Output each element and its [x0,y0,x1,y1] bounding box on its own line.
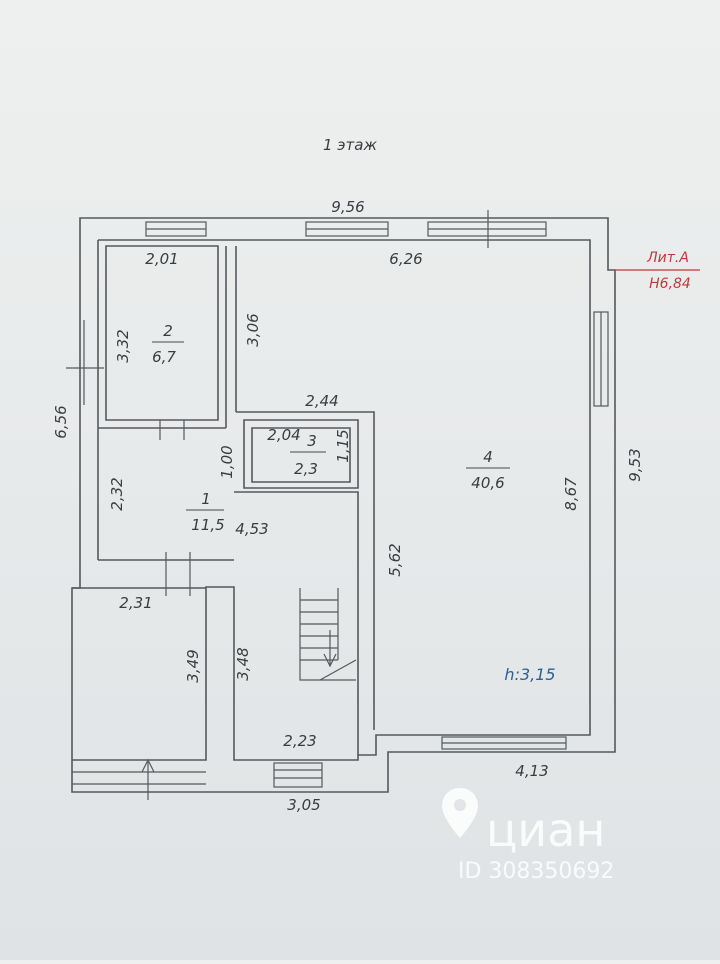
inner-wall-outline [72,239,591,761]
dim-244: 2,44 [305,392,338,410]
staircase [299,588,357,681]
window-top-right [427,210,547,248]
room-area: 2,3 [294,460,318,478]
porch-arrow-icon [141,758,155,773]
door-room-2 [159,420,185,440]
dim-top-width: 9,56 [331,198,364,216]
room-4-left-wall [236,411,375,730]
watermark-brand: циан [486,803,605,857]
litera-name: Лит.А [646,250,689,266]
dim-306: 3,06 [244,313,262,346]
litera-height: Н6,84 [649,276,691,292]
room-3-inner [251,427,351,483]
dim-115: 1,15 [334,429,352,462]
door-left-wall [66,320,104,405]
dim-562: 5,62 [386,543,404,576]
room-labels: 2 6,7 3 2,3 1 11,5 4 40,6 h:3,15 [152,322,556,684]
door-lower [165,552,191,596]
window-top-middle [305,221,389,237]
dim-223: 2,23 [283,732,316,750]
stair-arrow-icon [323,653,337,668]
dim-201: 2,01 [145,250,178,268]
dim-bottom-left: 3,05 [287,796,320,814]
dim-right-height: 9,53 [626,448,644,481]
window-bottom-right [441,736,567,750]
room-1-label: 1 11,5 [186,490,225,534]
room-area: 6,7 [152,348,176,366]
outer-wall-outline [71,217,616,793]
window-top-left [145,221,207,237]
room-3-outer [243,419,359,489]
room-number: 3 [307,432,317,450]
dim-626: 6,26 [389,250,422,268]
dim-332: 3,32 [114,329,132,362]
windows [66,210,609,788]
ceiling-height-label: h:3,15 [504,665,555,684]
dim-232: 2,32 [108,477,126,510]
partitions [98,245,375,755]
room-number: 4 [483,448,493,466]
dim-349: 3,49 [184,649,202,682]
overall-dimensions: 9,56 6,56 9,53 4,13 3,05 [52,198,644,814]
watermark: циан ID 308350692 [442,788,614,884]
window-bottom-left [273,762,323,788]
room-3-label: 3 2,3 [290,432,326,478]
dim-348: 3,48 [234,647,252,680]
room-number: 1 [201,490,211,508]
dim-204: 2,04 [267,426,300,444]
room-dimensions: 2,01 6,26 3,32 3,06 2,44 2,04 1,15 1,00 … [108,250,580,750]
dim-left-height: 6,56 [52,405,70,438]
room-number: 2 [163,322,173,340]
dim-867: 8,67 [562,477,580,511]
location-pin-icon [442,788,478,838]
room-2-outline [105,245,219,421]
outer-walls [71,217,616,793]
litera-label: Лит.А Н6,84 [615,250,700,292]
window-right [593,311,609,407]
room-2-label: 2 6,7 [152,322,184,366]
plan-title: 1 этаж [323,136,377,154]
stair-hall-wall [234,491,359,755]
floor-title: 1 этаж [323,136,377,154]
room-area: 40,6 [471,474,504,492]
room-area: 11,5 [191,516,224,534]
stair-outline [299,588,356,681]
dim-100: 1,00 [218,445,236,478]
room-4-label: 4 40,6 [466,448,510,492]
watermark-id: ID 308350692 [458,859,614,884]
dim-453: 4,53 [235,520,268,538]
porch-steps [72,758,206,800]
dim-bottom-right: 4,13 [515,762,548,780]
dim-231: 2,31 [119,594,152,612]
